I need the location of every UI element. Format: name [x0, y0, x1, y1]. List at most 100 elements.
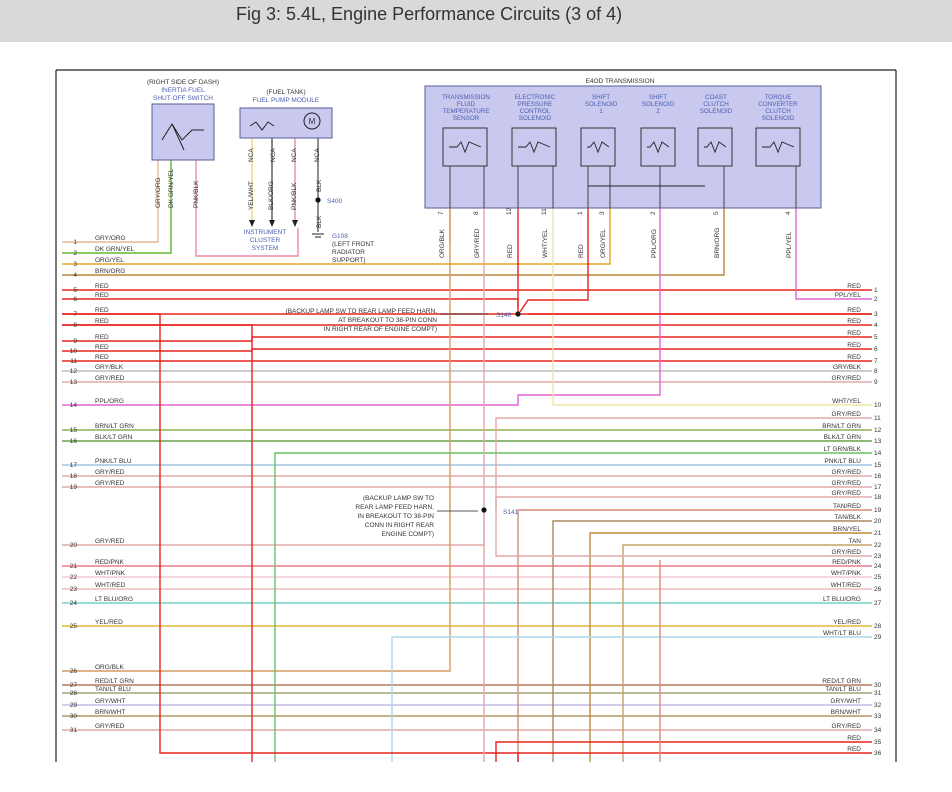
right-wire-label: RED [847, 342, 861, 349]
transmission-component-label: ELECTRONIC [515, 94, 556, 101]
transmission-component-label: TEMPERATURE [442, 108, 489, 115]
left-wire-label: GRY/RED [95, 469, 125, 476]
right-wire-label: BRN/YEL [833, 526, 861, 533]
right-wire-number: 23 [874, 553, 882, 560]
left-wire-label: WHT/RED [95, 582, 126, 589]
pin-color-label: RED [507, 244, 514, 258]
left-wire-number: 16 [70, 438, 78, 445]
transmission-component-label: CONTROL [520, 108, 551, 115]
arrow-down-icon [269, 220, 275, 227]
right-wire-number: 11 [874, 415, 881, 422]
transmission-component-label: 1 [599, 108, 603, 115]
pin-color-label: ORG/BLK [439, 228, 446, 258]
right-wire-number: 20 [874, 518, 882, 525]
right-wire-label: RED [847, 735, 861, 742]
right-wire-number: 24 [874, 563, 882, 570]
right-wire-label: GRY/BLK [833, 364, 862, 371]
s141-note: ENGINE COMPT) [382, 531, 434, 538]
right-wire-label: RED [847, 746, 861, 753]
wire-r19 [517, 509, 872, 762]
right-wire-label: LT GRN/BLK [824, 446, 862, 453]
right-wire-number: 19 [874, 507, 882, 514]
right-wire-label: RED [847, 330, 861, 337]
left-wire-label: RED [95, 307, 109, 314]
left-wire-label: BRN/WHT [95, 709, 125, 716]
left-wire-number: 21 [70, 563, 78, 570]
fuelpump-wire-label: YEL/WHT [248, 181, 255, 210]
transmission-component-label: SHIFT [592, 94, 610, 101]
g108-label: (LEFT FRONT [332, 241, 374, 248]
right-wire-number: 22 [874, 542, 882, 549]
cluster-label: INSTRUMENT [244, 229, 287, 236]
right-wire-label: GRY/RED [832, 469, 862, 476]
left-wire-number: 23 [70, 586, 78, 593]
right-wire-number: 17 [874, 484, 882, 491]
wire-3 [62, 208, 611, 265]
s141-note: CONN IN RIGHT REAR [365, 522, 435, 529]
wire-7b [62, 313, 518, 754]
pin-color-label: RED [578, 244, 585, 258]
pin-color-label: GRY/RED [474, 228, 481, 258]
left-wire-label: DK GRN/YEL [95, 246, 135, 253]
left-wire-number: 9 [73, 338, 77, 345]
solenoid-box [580, 127, 616, 167]
wire-r20 [552, 520, 872, 762]
left-wire-number: 28 [70, 690, 78, 697]
arrow-down-icon [249, 220, 255, 227]
arrow-down-icon [292, 220, 298, 227]
right-wire-number: 13 [874, 438, 882, 445]
left-wire-label: TAN/LT BLU [95, 686, 131, 693]
left-wire-number: 12 [70, 368, 78, 375]
left-wire-label: RED [95, 344, 109, 351]
transmission-component-label: CLUTCH [703, 101, 729, 108]
left-wire-number: 17 [70, 462, 78, 469]
pin-color-label: PPL/YEL [786, 231, 793, 258]
s140-note: (BACKUP LAMP SW TO REAR LAMP FEED HARN, [286, 308, 438, 315]
wire-2 [62, 160, 172, 254]
fuelpump-wire-label: BLK [316, 179, 323, 192]
cluster-label: SYSTEM [252, 245, 279, 252]
pin-number-label: 11 [541, 208, 548, 215]
left-wire-number: 27 [70, 682, 78, 689]
pin-color-label: WHT/YEL [542, 229, 549, 258]
left-wire-number: 2 [73, 250, 77, 257]
wire-14 [62, 208, 661, 406]
right-wire-label: GRY/RED [832, 480, 862, 487]
labels-layer: (RIGHT SIDE OF DASH)INERTIA FUELSHUT-OFF… [70, 78, 882, 757]
left-wire-label: BLK/LT GRN [95, 434, 133, 441]
inertia-label: INERTIA FUEL [161, 87, 205, 94]
wire-r29 [391, 636, 872, 762]
pin-number-label: 3 [599, 211, 606, 215]
coil-icon [518, 141, 551, 154]
cluster-label: CLUSTER [250, 237, 281, 244]
pin-number-label: 2 [650, 211, 657, 215]
wire-r2 [795, 208, 872, 300]
transmission-component-label: SOLENOID [700, 108, 733, 115]
right-wire-number: 5 [874, 334, 878, 341]
wire-r36 [517, 752, 872, 762]
right-wire-label: PPL/YEL [835, 292, 862, 299]
transmission-title: E4OD TRANSMISSION [586, 78, 655, 85]
wire-26 [62, 208, 451, 672]
pin-number-label: 12 [506, 207, 513, 215]
left-wire-number: 25 [70, 623, 78, 630]
left-wire-number: 22 [70, 574, 78, 581]
right-wire-label: GRY/RED [832, 549, 862, 556]
right-wire-label: RED [847, 318, 861, 325]
wire-1 [62, 160, 159, 243]
right-wire-number: 27 [874, 600, 882, 607]
left-wire-number: 3 [73, 261, 77, 268]
wire-r22 [622, 544, 872, 762]
nca-label: NCA [291, 148, 298, 162]
transmission-component-label: COAST [705, 94, 727, 101]
wire-r18 [495, 496, 872, 514]
right-wire-label: BLK/LT GRN [824, 434, 862, 441]
right-wire-number: 25 [874, 574, 882, 581]
transmission-component-label: SOLENOID [519, 115, 552, 122]
left-wire-label: RED [95, 318, 109, 325]
left-wire-label: LT BLU/ORG [95, 596, 133, 603]
transmission-component-label: FLUID [457, 101, 476, 108]
resistor-icon [249, 121, 275, 131]
left-wire-label: GRY/BLK [95, 364, 124, 371]
right-wire-number: 34 [874, 727, 882, 734]
